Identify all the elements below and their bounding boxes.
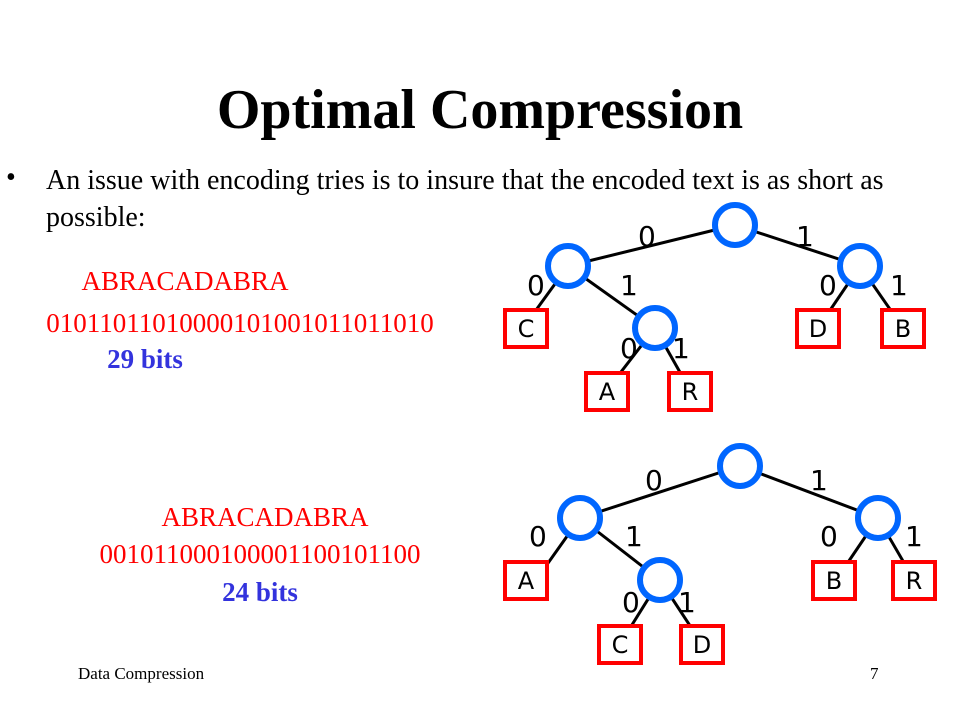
trie-leaf (584, 371, 630, 412)
edge-label: 1 (810, 464, 828, 497)
leaf-label: D (693, 631, 711, 659)
trie-node (557, 495, 603, 541)
leaf-label: B (826, 567, 842, 595)
trie-leaf (811, 560, 857, 601)
example2-bits: 24 bits (222, 577, 298, 607)
leaf-label: C (518, 315, 535, 343)
trie-node (545, 243, 591, 289)
slide-title: Optimal Compression (216, 79, 744, 141)
trie-node (632, 305, 678, 351)
edge-label: 0 (819, 269, 837, 302)
edge-label: 1 (678, 586, 696, 619)
edge-label: 0 (638, 220, 656, 253)
bullet-text: An issue with encoding tries is to insur… (46, 165, 884, 233)
example2-code: 001011000100001100101100 (99, 539, 421, 569)
trie-leaf (597, 624, 643, 665)
trie-node (712, 202, 758, 248)
example1-bits: 29 bits (107, 344, 183, 374)
example1-code: 01011011010000101001011011010 (46, 308, 434, 338)
trie-leaf (503, 308, 549, 349)
trie-leaf (503, 560, 549, 601)
example1-word: ABRACADABRA (81, 266, 289, 296)
leaf-label: B (895, 315, 911, 343)
trie-1: 0 1 0 1 0 1 0 1 C A R D B (503, 202, 926, 412)
trie-leaf (891, 560, 937, 601)
edge-label: 0 (645, 464, 663, 497)
edge (567, 223, 736, 268)
example2-word: ABRACADABRA (161, 502, 369, 532)
edge-label: 1 (796, 220, 814, 253)
edge-label: 1 (672, 332, 690, 365)
leaf-label: R (906, 567, 923, 595)
leaf-label: A (599, 378, 616, 406)
edge-label: 1 (620, 269, 638, 302)
trie-leaf (880, 308, 926, 349)
edge-label: 0 (620, 332, 638, 365)
edge-label: 1 (905, 520, 923, 553)
edge-label: 1 (890, 269, 908, 302)
trie-node (637, 557, 683, 603)
trie-leaf (679, 624, 725, 665)
edge-label: 0 (622, 586, 640, 619)
edge-label: 0 (527, 269, 545, 302)
page-number: 7 (870, 664, 879, 683)
trie-node (855, 495, 901, 541)
trie-leaf (795, 308, 841, 349)
leaf-label: A (518, 567, 535, 595)
leaf-label: R (682, 378, 699, 406)
edge-label: 0 (820, 520, 838, 553)
edge (739, 464, 879, 520)
trie-leaf (667, 371, 713, 412)
bullet-marker: • (6, 162, 16, 193)
trie-node (717, 443, 763, 489)
leaf-label: D (809, 315, 827, 343)
edge (579, 464, 741, 520)
leaf-label: C (612, 631, 629, 659)
footer-title: Data Compression (78, 664, 205, 683)
edge-label: 1 (625, 520, 643, 553)
trie-2: 0 1 0 1 0 1 0 1 A C D B R (503, 443, 937, 665)
trie-node (837, 243, 883, 289)
edge-label: 0 (529, 520, 547, 553)
